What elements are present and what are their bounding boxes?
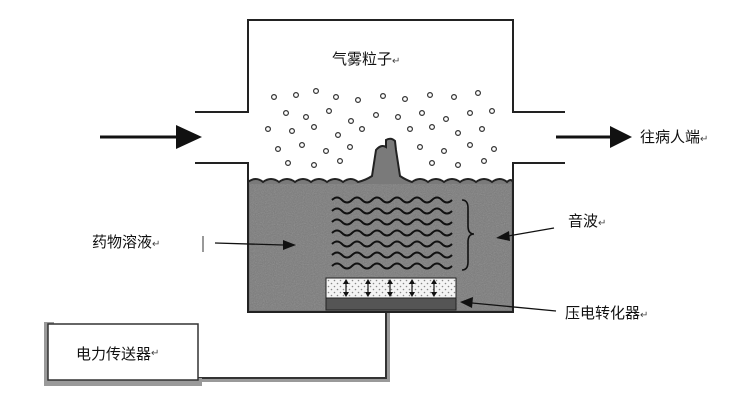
aerosol-particle: [323, 148, 330, 155]
aerosol-particle: [271, 93, 278, 100]
aerosol-particle: [313, 87, 320, 94]
label-drug-solution-text: 药物溶液: [92, 233, 153, 251]
aerosol-particle: [489, 107, 496, 114]
aerosol-particle: [283, 109, 290, 116]
label-to-patient-text: 往病人端: [640, 128, 701, 146]
return-mark: ↵: [151, 347, 160, 359]
pointer-drug-solution: [214, 240, 296, 250]
aerosol-particle: [275, 146, 282, 153]
return-mark: ↵: [640, 310, 649, 321]
aerosol-particle: [265, 125, 272, 132]
sound-wave-line: [331, 218, 453, 226]
label-sound-waves-text: 音波: [568, 212, 599, 230]
power-lead-line: [198, 312, 387, 379]
power-supply-shadow-bottom: [44, 378, 202, 386]
sound-wave-line: [331, 207, 453, 215]
aerosol-particle: [337, 158, 344, 165]
vibration-arrow-head: [409, 279, 415, 284]
label-to-patient: 往病人端↵: [640, 128, 708, 149]
vibration-arrow-head: [343, 279, 349, 284]
aerosol-particle: [373, 111, 380, 118]
power-supply-box: [44, 322, 202, 386]
aerosol-particle: [429, 123, 436, 130]
label-piezo-transducer: 压电转化器↵: [565, 304, 648, 325]
aerosol-particle: [427, 91, 434, 98]
aerosol-particle: [443, 115, 450, 122]
sound-wave-line: [331, 251, 453, 259]
label-aerosol-particles-text: 气雾粒子: [332, 50, 393, 68]
aerosol-particle: [402, 95, 409, 102]
pointer-piezo: [460, 297, 557, 312]
label-aerosol-particles: 气雾粒子↵: [332, 50, 400, 71]
aerosol-particle: [355, 96, 362, 103]
aerosol-particles: [265, 87, 498, 169]
return-mark: ↵: [598, 218, 607, 229]
sound-wave-line: [331, 240, 453, 248]
aerosol-particle: [481, 158, 488, 165]
label-drug-solution: 药物溶液↵: [92, 233, 160, 254]
aerosol-particle: [359, 125, 366, 132]
sound-wave-line: [331, 229, 453, 237]
aerosol-particle: [285, 160, 292, 167]
aerosol-particle: [451, 93, 458, 100]
aerosol-particle: [441, 148, 448, 155]
aerosol-particle: [417, 144, 424, 151]
label-power-supply: 电力传送器↵: [48, 324, 198, 382]
chamber-upper-outline: [195, 19, 565, 182]
aerosol-particle: [311, 123, 318, 130]
vibration-arrow-head: [409, 292, 415, 297]
vibration-arrow-head: [365, 292, 371, 297]
inlet-arrow: [100, 125, 202, 149]
aerosol-particle: [299, 142, 306, 149]
power-supply-outline: [47, 323, 199, 381]
aerosol-particle: [455, 162, 462, 169]
outlet-arrow: [556, 126, 632, 148]
aerosol-particle: [467, 109, 474, 116]
aerosol-particle: [348, 117, 355, 124]
return-mark: ↵: [392, 56, 401, 67]
sound-wave-line: [331, 196, 453, 204]
label-power-supply-text: 电力传送器: [76, 344, 152, 363]
label-sound-waves: 音波↵: [568, 212, 606, 233]
power-lead: [198, 312, 390, 382]
aerosol-particle: [467, 142, 474, 149]
transducer-base: [325, 297, 457, 311]
vibration-arrow-head: [431, 279, 437, 284]
aerosol-particle: [303, 113, 310, 120]
aerosol-particle: [289, 128, 296, 135]
aerosol-particle: [479, 125, 486, 132]
sound-wave-line: [331, 262, 453, 270]
aerosol-particle: [311, 162, 318, 169]
aerosol-particle: [419, 109, 426, 116]
power-lead-shadow: [200, 312, 390, 382]
aerosol-particle: [395, 113, 402, 120]
vibration-arrow-head: [365, 279, 371, 284]
aerosol-particle: [326, 107, 333, 114]
aerosol-particle: [333, 93, 340, 100]
sound-wave-brace: [461, 199, 475, 271]
aerosol-particle: [380, 92, 387, 99]
piezo-transducer: [325, 277, 457, 311]
label-piezo-transducer-text: 压电转化器: [565, 304, 641, 322]
aerosol-particle: [455, 130, 462, 137]
sound-waves: [331, 196, 453, 270]
aerosol-particle: [407, 125, 414, 132]
aerosol-particle: [429, 160, 436, 167]
vibration-arrow-head: [387, 279, 393, 284]
transducer-arrows: [343, 279, 437, 297]
vibration-arrow-head: [431, 292, 437, 297]
aerosol-particle: [293, 91, 300, 98]
aerosol-particle: [475, 89, 482, 96]
return-mark: ↵: [700, 134, 709, 145]
pointer-sound-waves: [496, 227, 555, 241]
aerosol-particle: [347, 144, 354, 151]
vibration-arrow-head: [343, 292, 349, 297]
vibration-arrow-head: [387, 292, 393, 297]
aerosol-particle: [335, 132, 342, 139]
return-mark: ↵: [152, 239, 161, 250]
aerosol-particle: [491, 146, 498, 153]
